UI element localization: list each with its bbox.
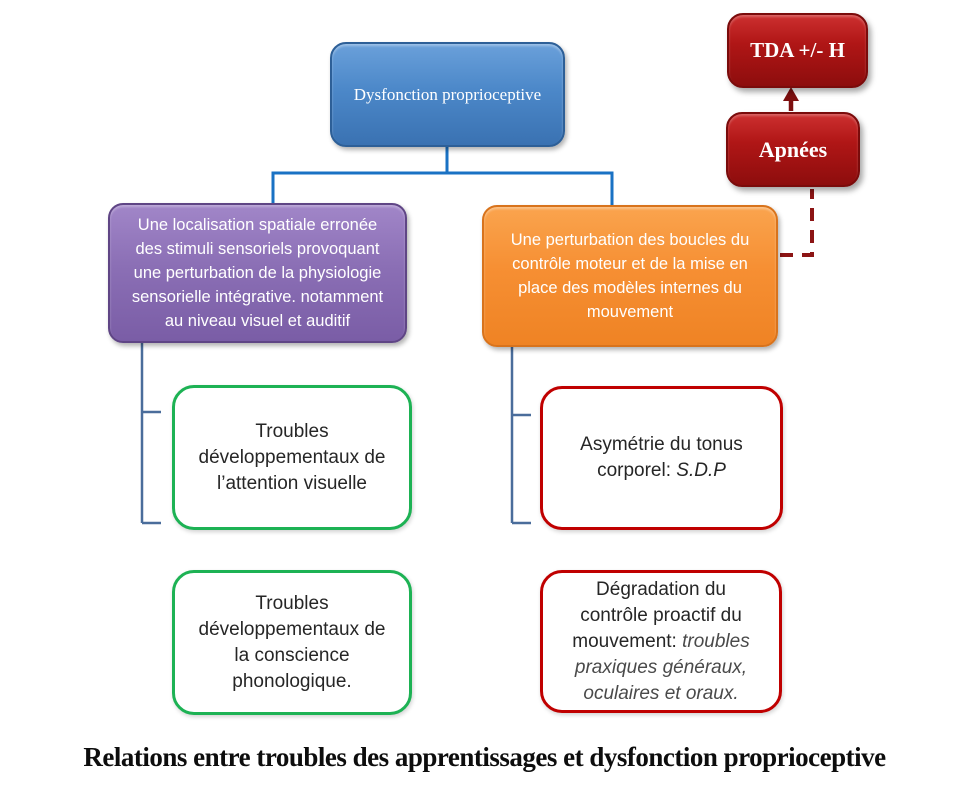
node-apnees: Apnées	[726, 112, 860, 187]
left-bracket-connector	[140, 343, 161, 525]
node-label: TDA +/- H	[750, 38, 845, 62]
node-asymetrie-tonus: Asymétrie du tonus corporel: S.D.P	[540, 386, 783, 530]
node-label-main: Asymétrie du tonus corporel:	[580, 434, 743, 481]
node-label-italic: troubles praxiques généraux, oculaires e…	[574, 630, 750, 704]
node-label: Une perturbation des boucles du contrôle…	[510, 231, 750, 321]
node-label: Asymétrie du tonus corporel: S.D.P	[567, 432, 756, 484]
node-label-main: Dégradation du contrôle proactif du mouv…	[572, 578, 742, 652]
up-arrow	[783, 87, 799, 111]
tree-connector	[271, 147, 614, 206]
node-troubles-conscience-phonologique: Troubles développementaux de la conscien…	[172, 570, 412, 715]
node-perturbation-boucles: Une perturbation des boucles du contrôle…	[482, 205, 778, 347]
node-label: Dysfonction proprioceptive	[353, 84, 542, 104]
node-tda-h: TDA +/- H	[727, 13, 868, 88]
dashed-elbow-connector	[780, 189, 814, 257]
node-degradation-controle-proactif: Dégradation du contrôle proactif du mouv…	[540, 570, 782, 713]
node-label: Une localisation spatiale erronée des st…	[131, 216, 384, 330]
node-label: Apnées	[758, 136, 828, 162]
node-label: Troubles développementaux de l’attention…	[198, 420, 386, 494]
right-bracket-connector	[510, 346, 531, 525]
diagram-caption: Relations entre troubles des apprentissa…	[83, 742, 886, 772]
node-label: Troubles développementaux de la conscien…	[198, 592, 386, 692]
node-label-italic: S.D.P	[676, 460, 726, 481]
node-label: Dégradation du contrôle proactif du mouv…	[567, 577, 755, 707]
node-dysfonction-proprioceptive: Dysfonction proprioceptive	[330, 42, 565, 147]
node-localisation-spatiale: Une localisation spatiale erronée des st…	[108, 203, 407, 343]
node-troubles-attention-visuelle: Troubles développementaux de l’attention…	[172, 385, 412, 530]
